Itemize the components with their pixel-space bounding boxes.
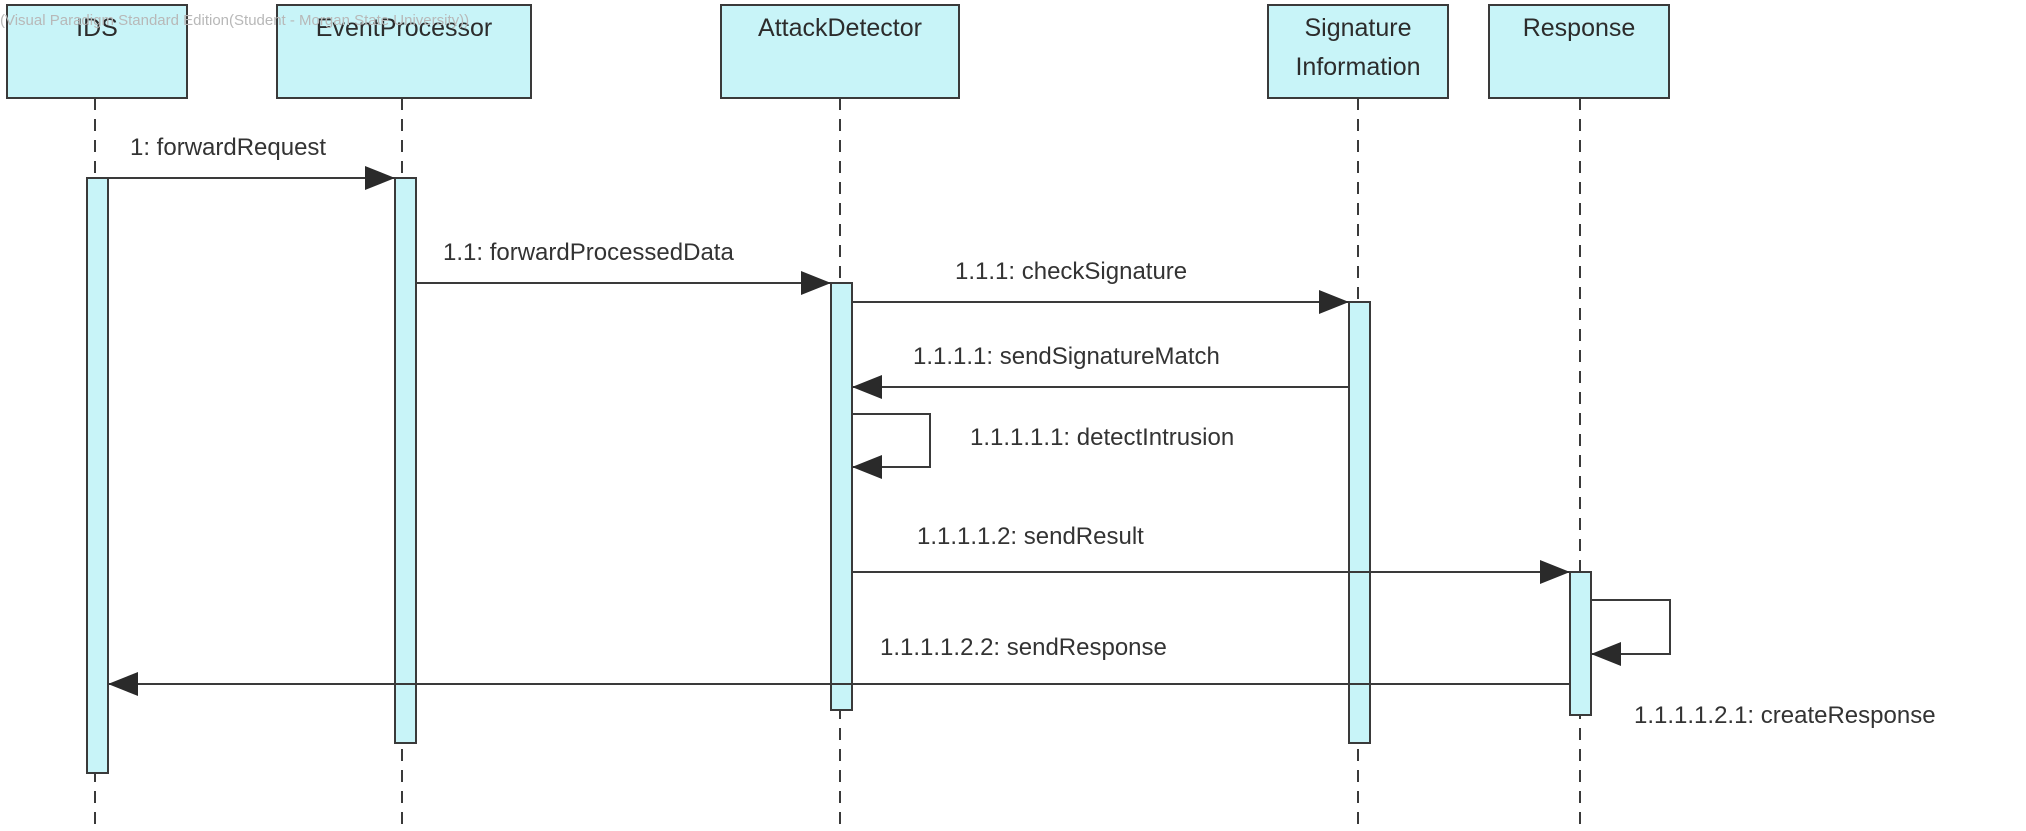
- message-send-response-label: 1.1.1.1.2.2: sendResponse: [880, 634, 1167, 661]
- message-detect-intrusion: 1.1.1.1.1: detectIntrusion: [852, 413, 1234, 479]
- lifeline-event-processor: EventProcessor: [276, 4, 532, 831]
- lifeline-attack-detector-box[interactable]: [720, 4, 960, 99]
- message-forward-request-label: 1: forwardRequest: [130, 134, 326, 161]
- lifeline-ids: IDS: [6, 4, 188, 831]
- activation-response: [1569, 571, 1592, 716]
- activation-event-processor: [394, 177, 417, 744]
- message-forward-request: 1: forwardRequest: [108, 134, 395, 190]
- message-check-signature-label: 1.1.1: checkSignature: [955, 258, 1187, 285]
- lifeline-response-box[interactable]: [1488, 4, 1670, 99]
- activation-attack-detector: [830, 282, 853, 711]
- activation-signature-information: [1348, 301, 1371, 744]
- lifeline-signature-information-title-line2: Information: [1295, 53, 1420, 81]
- message-send-signature-match: 1.1.1.1: sendSignatureMatch: [852, 343, 1349, 399]
- message-create-response-label: 1.1.1.1.2.1: createResponse: [1634, 702, 1936, 729]
- message-check-signature: 1.1.1: checkSignature: [852, 258, 1349, 314]
- lifeline-attack-detector-title: AttackDetector: [758, 14, 922, 42]
- lifeline-signature-information-title-line1: Signature: [1304, 14, 1411, 42]
- lifeline-event-processor-title: EventProcessor: [316, 14, 492, 42]
- activation-ids: [86, 177, 109, 774]
- lifeline-ids-box[interactable]: [6, 4, 188, 99]
- message-detect-intrusion-label: 1.1.1.1.1: detectIntrusion: [970, 424, 1234, 451]
- lifeline-event-processor-box[interactable]: [276, 4, 532, 99]
- message-send-response: 1.1.1.1.2.2: sendResponse: [108, 634, 1570, 696]
- message-send-result: 1.1.1.1.2: sendResult: [852, 523, 1570, 584]
- message-create-response: 1.1.1.1.2.1: createResponse: [1591, 599, 1936, 729]
- lifeline-signature-information-box[interactable]: [1267, 4, 1449, 99]
- message-send-result-label: 1.1.1.1.2: sendResult: [917, 523, 1144, 550]
- message-send-signature-match-label: 1.1.1.1: sendSignatureMatch: [913, 343, 1220, 370]
- message-forward-processed-data-label: 1.1: forwardProcessedData: [443, 239, 734, 266]
- watermark-text: (Visual Paradigm Standard Edition(Studen…: [0, 12, 469, 29]
- message-detect-intrusion-arrow[interactable]: [852, 413, 931, 479]
- lifeline-response: Response: [1488, 4, 1670, 831]
- message-forward-processed-data: 1.1: forwardProcessedData: [416, 239, 831, 295]
- lifeline-response-title: Response: [1523, 14, 1636, 42]
- lifeline-ids-title: IDS: [76, 14, 118, 42]
- message-create-response-arrow[interactable]: [1591, 599, 1671, 666]
